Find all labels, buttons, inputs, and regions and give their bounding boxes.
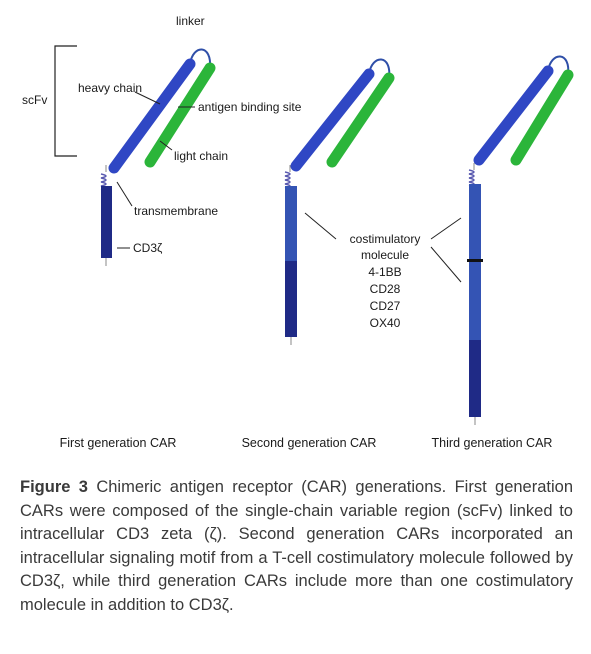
light-chain (144, 62, 216, 168)
light-chain (326, 72, 395, 168)
heavy-chain (108, 58, 196, 174)
second-generation-label: Second generation CAR (242, 436, 377, 450)
costim-pointer-second (304, 212, 337, 240)
segment-divider (467, 259, 483, 262)
transmembrane-coil (284, 171, 291, 189)
third-generation-label: Third generation CAR (432, 436, 553, 450)
transmembrane-pointer (116, 181, 133, 207)
pointer-lines (116, 91, 462, 283)
scfv-bracket (54, 45, 77, 157)
second-generation-car (284, 58, 395, 345)
costim-ox40: OX40 (370, 316, 401, 330)
costim-segment-2 (469, 262, 481, 340)
heavy-chain (290, 68, 375, 172)
cd3z-segment (101, 186, 112, 258)
costim-segment-1 (469, 184, 481, 260)
car-generations-diagram: scFv linker heavy chain antigen binding … (22, 14, 574, 450)
costim-pointer-third-lower (430, 246, 462, 283)
costim-label-line2: molecule (361, 248, 409, 262)
heavy-chain-pointer (134, 91, 161, 105)
costim-4-1bb: 4-1BB (368, 265, 401, 279)
scfv-label: scFv (22, 93, 47, 107)
heavy-chain (473, 65, 554, 166)
figure-caption: Figure 3 Chimeric antigen receptor (CAR)… (20, 476, 573, 617)
cd3z-segment (469, 340, 481, 417)
light-chain (510, 69, 574, 166)
costim-cd28: CD28 (370, 282, 401, 296)
costim-pointer-third-upper (430, 217, 462, 240)
light-chain-label: light chain (174, 149, 228, 163)
costim-label-line1: costimulatory (350, 232, 421, 246)
cd3z-label: CD3ζ (133, 241, 163, 255)
transmembrane-coil (468, 169, 475, 187)
light-chain-pointer (159, 140, 173, 151)
first-generation-label: First generation CAR (60, 436, 177, 450)
transmembrane-label: transmembrane (134, 204, 218, 218)
costim-cd27: CD27 (370, 299, 401, 313)
costim-segment (285, 186, 297, 261)
cd3z-segment (285, 261, 297, 337)
third-generation-car (467, 55, 574, 425)
first-generation-car (100, 48, 216, 266)
antigen-binding-site-label: antigen binding site (198, 100, 302, 114)
caption-text: Chimeric antigen receptor (CAR) generati… (20, 478, 573, 614)
caption-heading: Figure 3 (20, 478, 88, 496)
heavy-chain-label: heavy chain (78, 81, 142, 95)
linker-label: linker (176, 14, 205, 28)
